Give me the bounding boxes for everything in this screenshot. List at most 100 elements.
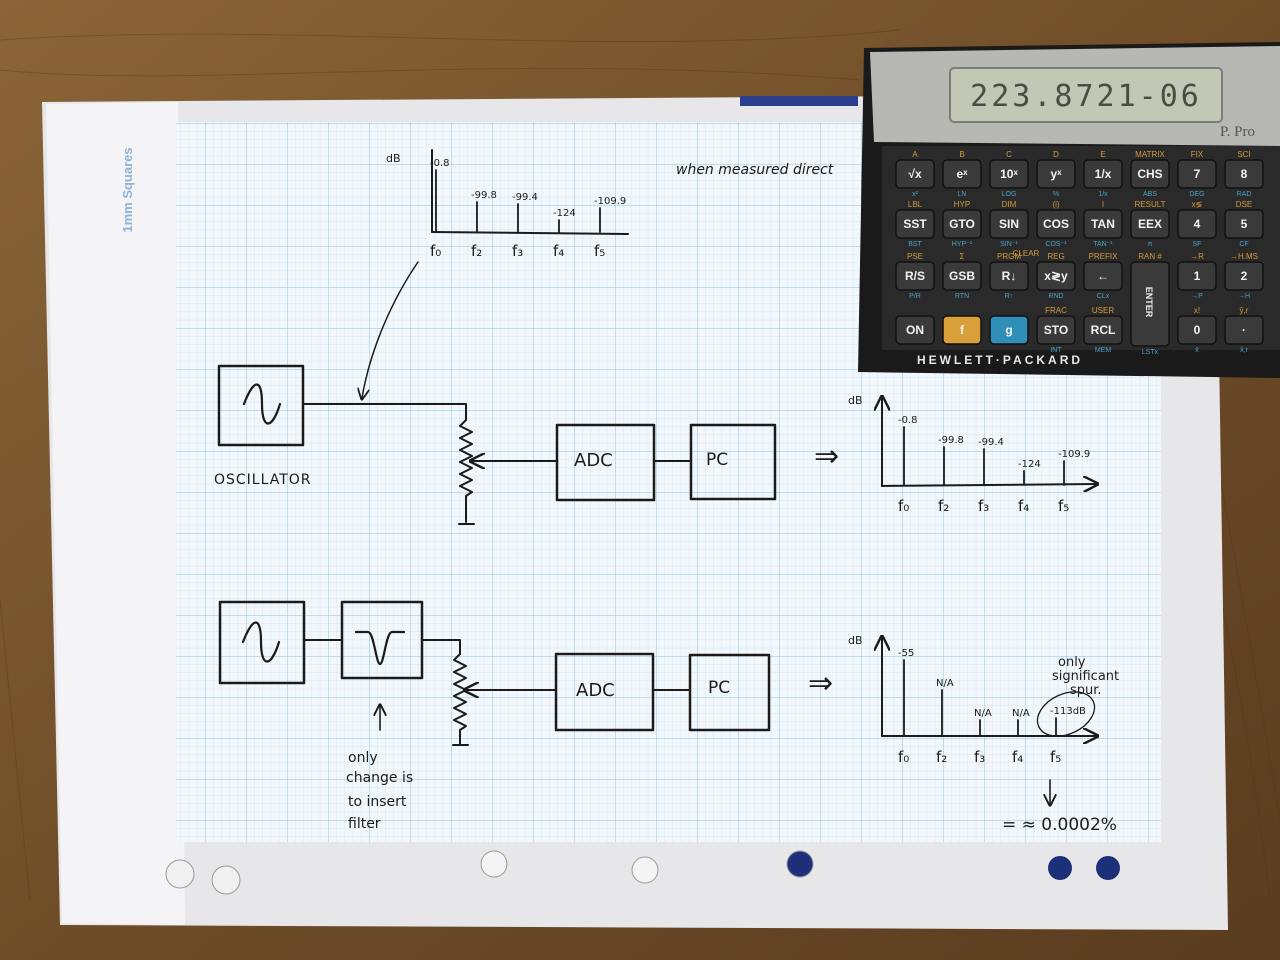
calc-key[interactable] [1177,315,1217,345]
calc-key-g-label: x̄ [1195,347,1199,354]
calc-key-label: SIN [999,217,1019,231]
calc-key-shift-label: USER [1092,306,1114,315]
calc-key[interactable] [1036,209,1076,239]
calc-key-label: R/S [905,269,925,283]
pointer-arrow [362,261,419,398]
calc-key[interactable] [1083,315,1123,345]
calc-key-g-label: →H [1238,293,1250,300]
calc-key-shift-label: RAN # [1138,252,1162,261]
chart1-freq-label: f₂ [938,497,949,515]
chart2-value-label: N/A [1012,708,1030,719]
filter-note-line: filter [348,816,381,832]
calc-key-shift-label: FIX [1191,150,1204,159]
calc-key-g-label: LN [958,191,967,198]
calc-key-label: 4 [1194,217,1201,231]
calc-key-shift-label: REG [1047,252,1064,261]
calc-key[interactable] [989,159,1029,189]
calc-key-label: · [1242,323,1246,337]
calc-key[interactable] [895,261,935,291]
calc-key[interactable] [1083,261,1123,291]
calc-key[interactable] [989,209,1029,239]
calc-key-label: √x [908,167,922,181]
calc-key-label: 1/x [1095,167,1112,181]
calc-key[interactable] [1083,209,1123,239]
calc-key-label: RCL [1091,323,1116,337]
calc-key-label: ENTER [1144,287,1154,318]
calc-key[interactable] [1130,261,1170,347]
calc-key[interactable] [1083,159,1123,189]
chart2-freq-label: f₄ [1012,748,1023,766]
calc-key[interactable] [895,159,935,189]
top-spectrum-freq-label: f₅ [594,242,605,260]
filter-note-line: to insert [348,794,407,810]
calc-key-shift-label: →H.MS [1230,252,1258,261]
pc-label-1: PC [706,450,728,470]
calc-key-shift-label: DSE [1236,200,1252,209]
calc-key[interactable] [1177,261,1217,291]
calc-key[interactable] [895,209,935,239]
calc-key-shift-label: LBL [908,200,923,209]
calc-key[interactable] [942,159,982,189]
chart2-freq-label: f₃ [974,748,985,766]
calc-key[interactable] [942,261,982,291]
calc-key-shift-label: RESULT [1135,200,1166,209]
calc-key[interactable] [1177,209,1217,239]
paper-side-label: 1mm Squares [120,147,135,232]
calc-key-label: TAN [1091,217,1115,231]
calculator-display-value: 223.8721-06 [970,79,1202,114]
calc-key[interactable] [1224,209,1264,239]
calc-key-g-label: x̂,r [1240,347,1249,354]
calc-key[interactable] [1224,315,1264,345]
calc-key-shift-label: SCI [1237,150,1250,159]
calc-key-label: STO [1044,323,1068,337]
chart2-freq-label: f₅ [1050,748,1061,766]
calc-key[interactable] [1130,159,1170,189]
calc-key-shift-label: PSE [907,252,923,261]
adc-label-1: ADC [574,450,613,471]
calc-key[interactable] [942,209,982,239]
calc-key[interactable] [1036,315,1076,345]
chart1-freq-label: f₅ [1058,497,1069,515]
spur-note-line: spur. [1070,683,1102,698]
calc-key-label: ← [1097,269,1109,283]
distortion-result: = ≈ 0.0002% [1002,815,1117,835]
calc-key-shift-label: PREFIX [1089,252,1119,261]
calc-key[interactable] [1177,159,1217,189]
calc-key-label: SST [903,217,927,231]
chart2-unit: dB [848,634,863,647]
adc-label-2: ADC [576,680,615,701]
calc-key-label: GTO [949,217,975,231]
calc-key-shift-label: →R [1190,252,1204,261]
chart2-value-label: N/A [974,708,992,719]
calc-key-g-label: LOG [1002,191,1017,198]
calc-key[interactable] [1036,261,1076,291]
calc-key-g-label: R↑ [1005,293,1014,300]
chart1-value-label: -99.4 [978,437,1004,448]
calculator-clear-label: CLEAR [1013,249,1040,258]
calc-key-shift-label: Σ [960,252,965,261]
calc-key[interactable] [1130,209,1170,239]
calc-key-label: R↓ [1002,269,1017,283]
calc-key-shift-label: x≶ [1192,200,1203,209]
oscillator-box-2 [218,600,306,685]
filter-note-line: change is [346,770,413,786]
calc-key[interactable] [1224,159,1264,189]
top-spectrum-unit: dB [386,152,401,165]
spur-note: only significant spur. [1052,655,1123,698]
calc-key[interactable] [1036,159,1076,189]
calc-key[interactable] [989,315,1029,345]
calc-key[interactable] [989,261,1029,291]
spur-note-line: significant [1052,669,1119,684]
calc-key-label: 7 [1194,167,1201,181]
calc-key-g-label: π [1148,241,1153,248]
top-spectrum-value-label: -99.8 [471,190,497,201]
calc-key[interactable] [1224,261,1264,291]
calc-key-g-label: 1/x [1098,191,1108,198]
calc-key[interactable] [942,315,982,345]
filter-note: only change is to insert filter [346,750,418,832]
calc-key[interactable] [895,315,935,345]
sine-symbol-1 [242,383,282,425]
calc-key-shift-label: DIM [1002,200,1017,209]
chart1-freq-label: f₄ [1018,497,1029,515]
